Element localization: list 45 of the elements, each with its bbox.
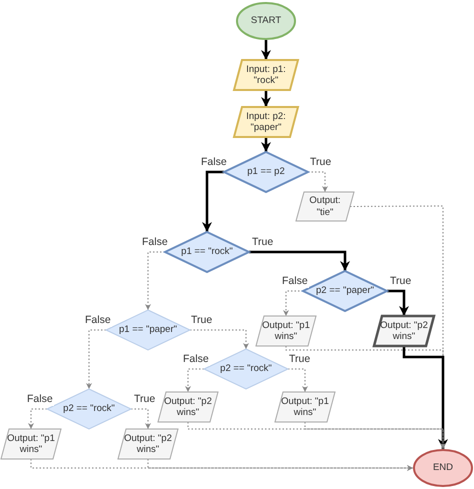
output-parallelogram [296, 192, 354, 221]
node-text: END [432, 462, 454, 474]
output-parallelogram [118, 429, 178, 459]
input-parallelogram [234, 60, 298, 90]
edge-label: False [26, 394, 54, 406]
node-text: Input: p2: "paper" [245, 110, 287, 134]
connector-arrow [130, 408, 151, 430]
node-text: Output: "p2 wins" [380, 320, 428, 342]
node-text: Output: "p1 wins" [262, 320, 310, 342]
output-parallelogram [1, 429, 61, 459]
connector-arrow [402, 346, 448, 449]
output-parallelogram [158, 392, 218, 422]
node-text: START [250, 15, 282, 27]
connector-arrow [387, 290, 409, 316]
connector-arrow [261, 90, 271, 107]
edge-label: False [281, 276, 309, 288]
output-parallelogram [374, 316, 434, 346]
connector-arrow [190, 330, 249, 350]
node-text: Input: p1: "rock" [245, 64, 287, 86]
node-text: Output: "p1 wins" [7, 432, 55, 456]
connector-arrow [202, 170, 224, 232]
node-text: p1 == p2 [247, 166, 285, 178]
end-terminal [413, 449, 473, 487]
node-text: p1 == "paper" [119, 324, 177, 336]
node-text: Output: "p1 wins" [281, 396, 329, 418]
node-text: p2 == "rock" [220, 363, 272, 375]
start-terminal [236, 2, 296, 40]
node-text: p2 == "rock" [63, 403, 115, 415]
connector-arrow [86, 330, 106, 390]
connector-arrow [249, 250, 350, 271]
input-parallelogram [234, 107, 298, 137]
node-text: p1 == "rock" [181, 246, 233, 258]
output-parallelogram [275, 392, 335, 422]
output-parallelogram [256, 316, 316, 346]
connector-arrow [28, 408, 48, 430]
node-text: Output: "p2 wins" [164, 396, 212, 418]
connector-arrow [185, 368, 204, 392]
connector-arrow [261, 137, 271, 152]
connector-arrow [288, 368, 308, 392]
node-text: Output: "tie" [308, 195, 342, 218]
connector-arrow [304, 422, 446, 450]
node-text: Output: "p2 wins" [124, 432, 172, 456]
node-text: p2 == "paper" [316, 285, 374, 297]
connector-arrow [261, 40, 271, 60]
connector-arrow [148, 458, 414, 471]
